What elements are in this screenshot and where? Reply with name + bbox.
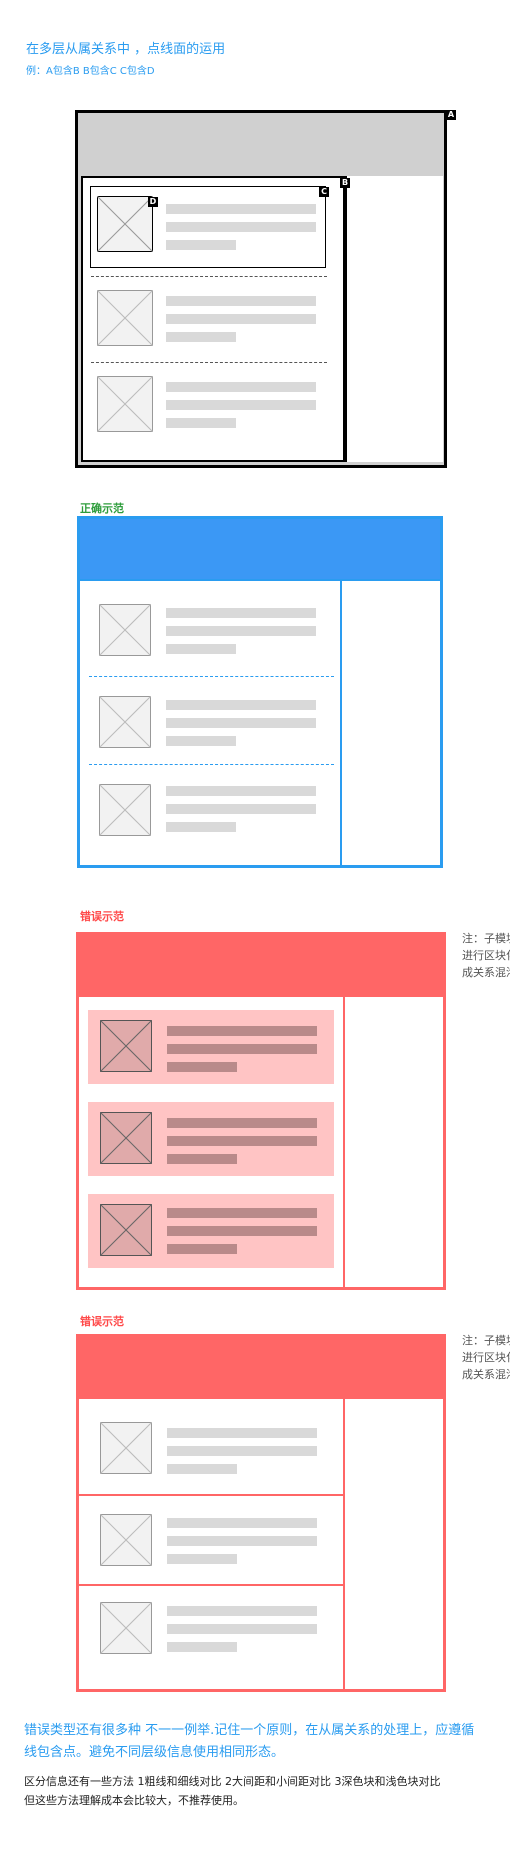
image-placeholder	[97, 376, 153, 432]
header-block	[79, 935, 443, 997]
header-block	[80, 519, 440, 581]
image-placeholder	[99, 696, 151, 748]
tag-c: C	[319, 187, 329, 197]
a-right-column	[345, 176, 443, 462]
image-placeholder-d	[97, 196, 153, 252]
example-text: 例：A包含B B包含C C包含D	[26, 66, 155, 77]
image-placeholder	[100, 1112, 152, 1164]
column-divider	[343, 1399, 345, 1689]
column-divider	[340, 581, 342, 865]
image-placeholder	[100, 1020, 152, 1072]
solid-divider	[79, 1494, 343, 1496]
image-placeholder	[100, 1514, 152, 1566]
principle-text: 错误类型还有很多种 不一一例举.记住一个原则，在从属关系的处理上，应遵循 线包含…	[24, 1723, 475, 1760]
image-placeholder	[100, 1422, 152, 1474]
column-divider	[343, 997, 345, 1287]
wrong-example-label-2: 错误示范	[80, 1315, 124, 1328]
methods-text: 区分信息还有一些方法 1粗线和细线对比 2大间距和小间距对比 3深色块和浅色块对…	[24, 1775, 441, 1807]
dashed-divider	[91, 362, 327, 363]
solid-divider	[79, 1584, 343, 1586]
image-placeholder	[99, 784, 151, 836]
wrong-example-label-1: 错误示范	[80, 910, 124, 923]
diagram-wrong-blocks	[76, 932, 446, 1290]
page-title: 在多层从属关系中 ，点线面的运用	[26, 42, 226, 57]
header-block	[79, 1337, 443, 1399]
diagram-nesting: A B C D	[75, 110, 456, 468]
dashed-divider	[89, 676, 334, 677]
tag-d: D	[148, 197, 158, 207]
image-placeholder	[100, 1204, 152, 1256]
image-placeholder	[97, 290, 153, 346]
dashed-divider	[89, 764, 334, 765]
note-1: 注：子模块 进行区块化 成关系混淆	[462, 932, 510, 979]
tag-b: B	[340, 178, 350, 188]
dashed-divider	[91, 276, 327, 277]
note-2: 注：子模块 进行区块化 成关系混淆	[462, 1334, 510, 1381]
correct-example-label: 正确示范	[80, 502, 124, 515]
tag-a: A	[446, 110, 456, 120]
diagram-correct	[77, 516, 443, 868]
diagram-wrong-lines	[76, 1334, 446, 1692]
image-placeholder	[99, 604, 151, 656]
image-placeholder	[100, 1602, 152, 1654]
